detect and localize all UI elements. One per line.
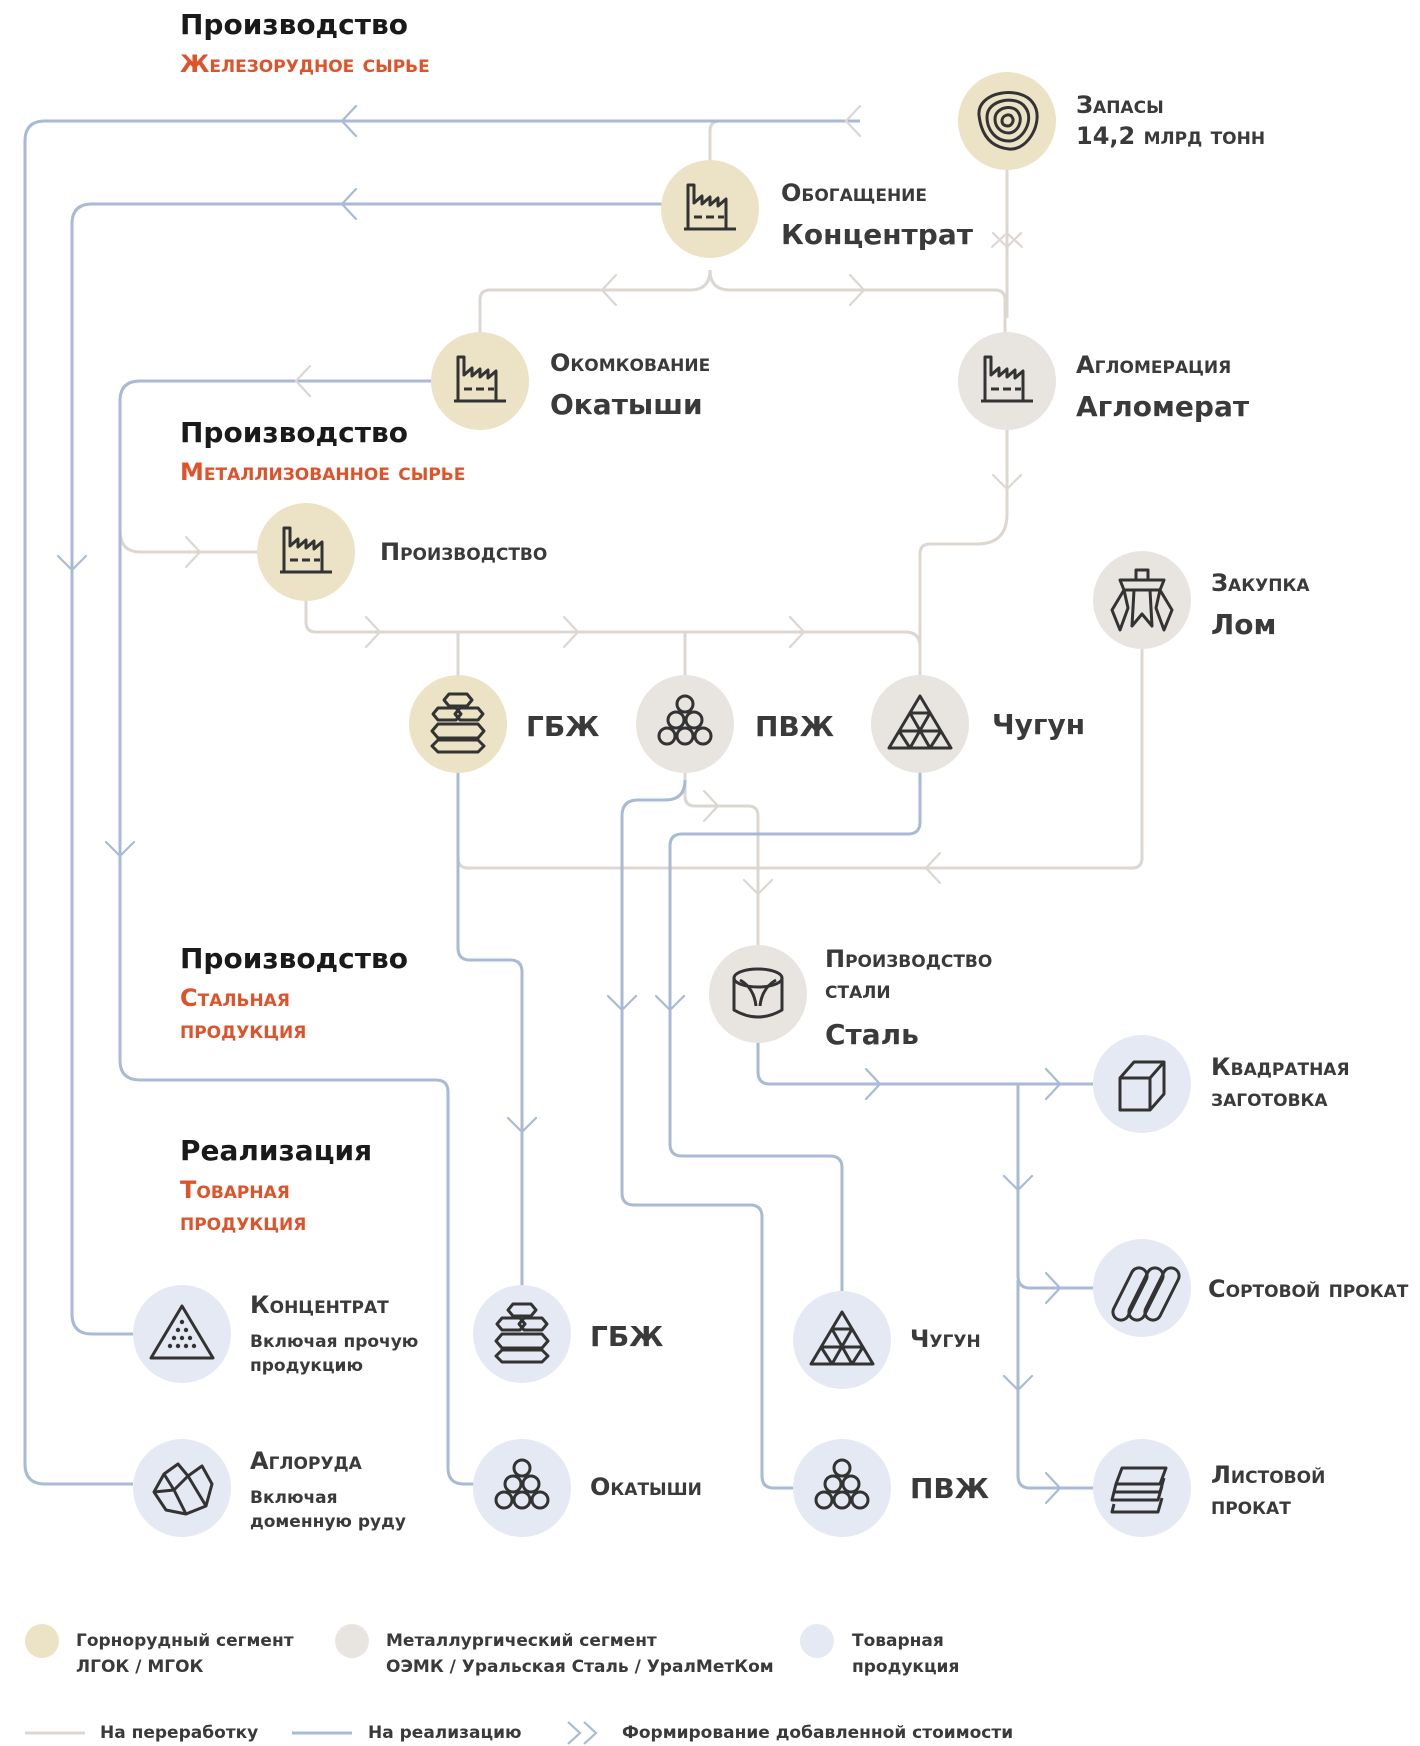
out-agloore-label: Аглоруда [250, 1447, 362, 1475]
steelmaking-step: Производство стали [825, 945, 993, 1004]
legend-metallurgy-detail: ОЭМК / Уральская Сталь / УралМетКом [386, 1657, 774, 1677]
legend-sales-label: На реализацию [368, 1723, 522, 1743]
steelmaking-product: Сталь [825, 1018, 919, 1051]
sales-lines [23, 119, 1093, 1490]
node-billet [1093, 1035, 1191, 1133]
node-out-pig-iron [793, 1291, 891, 1389]
legend-metallurgy-swatch [335, 1624, 369, 1658]
pelletizing-product: Окатыши [550, 388, 703, 421]
legend-metallurgy-label: Металлургический сегмент [386, 1631, 657, 1651]
reserves-value: 14,2 млрд тонн [1076, 122, 1266, 150]
out-dri-label: ПВЖ [910, 1472, 990, 1505]
flat-label: Листовой прокат [1211, 1461, 1326, 1520]
node-reserves [958, 72, 1056, 170]
legend-commercial-swatch [800, 1624, 834, 1658]
section-steel-title: Производство [180, 942, 408, 975]
pig-iron-label: Чугун [992, 708, 1086, 741]
legend-value-added-label: Формирование добавленной стоимости [622, 1723, 1014, 1743]
node-sintering [958, 332, 1056, 430]
node-scrap [1093, 551, 1191, 649]
node-dri-production [257, 503, 355, 601]
legend-mining-swatch [25, 1624, 59, 1658]
node-hbi [409, 675, 507, 773]
section-metallized-title: Производство [180, 416, 408, 449]
legend-commercial-label: Товарная продукция [852, 1631, 960, 1677]
legend-mining-label: Горнорудный сегмент [76, 1631, 294, 1651]
node-flat [1093, 1439, 1191, 1537]
section-iron-ore-subtitle: Железорудное сырье [180, 50, 430, 78]
node-beneficiation [661, 160, 759, 258]
legend-processing-label: На переработку [100, 1723, 259, 1743]
reserves-label: Запасы [1076, 91, 1164, 119]
beneficiation-product: Концентрат [781, 218, 973, 251]
out-pig-iron-label: Чугун [910, 1325, 981, 1353]
out-concentrate-label: Концентрат [250, 1291, 389, 1319]
hbi-label: ГБЖ [526, 710, 600, 743]
node-long [1093, 1239, 1191, 1337]
out-pellets-label: Окатыши [590, 1473, 702, 1501]
node-out-pellets [473, 1439, 571, 1537]
value-added-chevrons [56, 104, 1062, 1505]
out-concentrate-note: Включая прочую продукцию [250, 1332, 419, 1376]
section-steel-subtitle: Стальная продукция [180, 984, 307, 1044]
node-pig-iron [871, 675, 969, 773]
long-label: Сортовой прокат [1208, 1275, 1409, 1303]
billet-label: Квадратная заготовка [1211, 1053, 1350, 1112]
node-steelmaking [709, 945, 807, 1043]
node-out-dri [793, 1439, 891, 1537]
node-out-hbi [473, 1285, 571, 1383]
legend-mining-detail: ЛГОК / МГОК [76, 1657, 204, 1677]
dri-label: ПВЖ [755, 710, 835, 743]
scrap-product: Лом [1211, 608, 1277, 641]
node-pelletizing [431, 332, 529, 430]
section-iron-ore-title: Производство [180, 8, 408, 41]
dri-production-step: Производство [380, 538, 548, 566]
node-out-concentrate [133, 1285, 231, 1383]
sintering-step: Агломерация [1076, 351, 1232, 379]
legend-chevron-icon [567, 1721, 598, 1745]
processing-lines [118, 119, 1144, 945]
sintering-product: Агломерат [1076, 390, 1250, 423]
scrap-step: Закупка [1211, 569, 1310, 597]
beneficiation-step: Обогащение [781, 179, 928, 207]
pelletizing-step: Окомкование [550, 349, 711, 377]
section-sales-subtitle: Товарная продукция [180, 1176, 307, 1236]
node-out-agloore [133, 1439, 231, 1537]
section-sales-title: Реализация [180, 1134, 373, 1167]
out-hbi-label: ГБЖ [590, 1320, 664, 1353]
node-dri [636, 675, 734, 773]
out-agloore-note: Включая доменную руду [250, 1488, 406, 1532]
section-metallized-subtitle: Металлизованное сырье [180, 458, 466, 486]
